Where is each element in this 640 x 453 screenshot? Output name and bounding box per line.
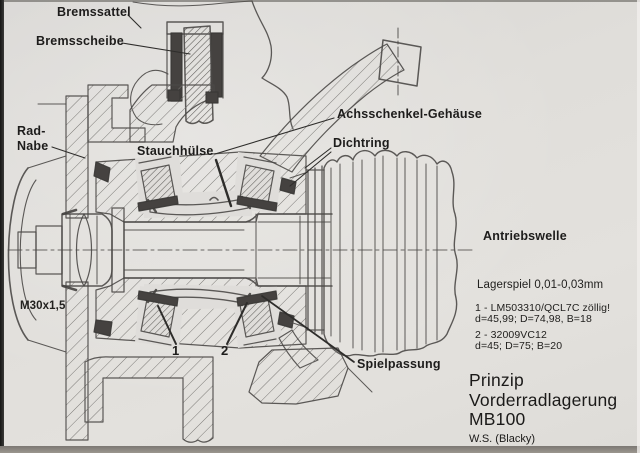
bearing-1-lower <box>137 290 179 346</box>
leader-lines <box>51 14 355 363</box>
label-antriebswelle: Antriebswelle <box>483 229 567 243</box>
knuckle-lower-arm <box>248 329 373 405</box>
note-lagerspiel: Lagerspiel 0,01-0,03mm <box>477 279 604 291</box>
label-thread-size: M30x1,5 <box>20 300 66 312</box>
title-block: Prinzip Vorderradlagerung MB100 W.S. (Bl… <box>469 370 618 445</box>
leader-dichtring-2 <box>289 151 332 187</box>
scan-edge-bottom <box>0 446 640 453</box>
label-achsschenkel-gehaeuse: Achsschenkel-Gehäuse <box>337 107 483 121</box>
leader-achsschenkel <box>214 117 335 155</box>
leader-marker-1 <box>157 305 177 345</box>
scan-edge-top <box>0 0 640 2</box>
title-line-1: Prinzip <box>469 370 524 390</box>
dust-cap <box>7 155 67 353</box>
wheel-hub-upper <box>37 84 219 143</box>
title-line-3: MB100 <box>469 409 526 429</box>
hub-flange-upper <box>65 95 89 219</box>
steering-knuckle-arm <box>259 27 422 173</box>
cv-boot <box>289 149 458 357</box>
label-bremsscheibe: Bremsscheibe <box>36 34 124 48</box>
note-bearing1-id: 1 - LM503310/QCL7C zöllig! <box>475 302 611 314</box>
bearing-marker-1: 1 <box>172 343 180 358</box>
scan-edge-left <box>0 0 4 453</box>
label-spielpassung: Spielpassung <box>357 357 441 371</box>
bearing-2-upper <box>236 156 278 212</box>
label-dichtring: Dichtring <box>333 136 390 150</box>
label-stauchhuelse: Stauchhülse <box>137 144 214 158</box>
scan-edge-right <box>637 0 640 453</box>
title-line-2: Vorderradlagerung <box>469 389 618 410</box>
bearing-1-upper <box>137 156 179 212</box>
label-bremssattel: Bremssattel <box>57 5 131 19</box>
note-bearing2-dims: d=45; D=75; B=20 <box>475 340 563 352</box>
hub-nut <box>17 207 125 293</box>
title-author: W.S. (Blacky) <box>469 432 536 445</box>
leader-spielpassung <box>261 295 355 363</box>
note-bearing2-id: 2 - 32009VC12 <box>475 329 547 341</box>
hub-flange-bottom <box>84 356 214 443</box>
leader-bremsscheibe <box>121 42 191 55</box>
leader-rad-nabe <box>51 146 86 159</box>
leader-marker-2 <box>226 302 248 345</box>
label-rad-nabe: Rad- Nabe <box>17 124 49 153</box>
bearing-marker-2: 2 <box>221 343 229 358</box>
seal-rings <box>93 161 297 337</box>
leader-bremssattel <box>127 14 142 29</box>
hub-flange-lower <box>65 281 89 441</box>
note-bearing1-dims: d=45,99; D=74,98, B=18 <box>475 313 592 325</box>
leader-stauchhuelse <box>214 158 233 208</box>
leader-dichtring-1 <box>304 147 332 169</box>
